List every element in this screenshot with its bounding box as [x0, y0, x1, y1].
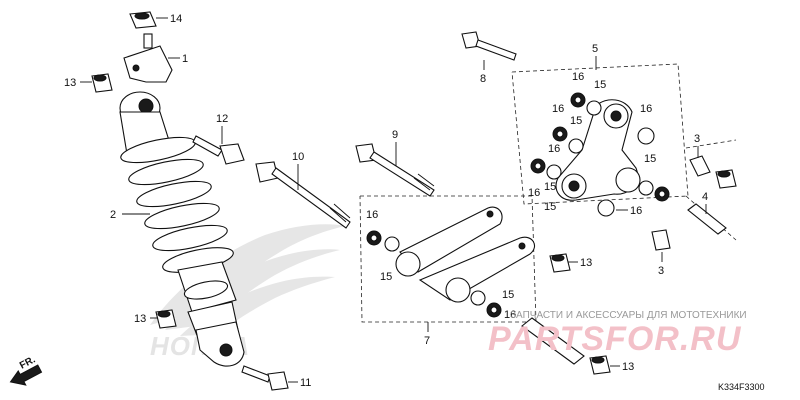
flange-nut-13-c — [549, 253, 571, 273]
callout-9: 9 — [392, 129, 398, 141]
bearing-15-d — [638, 180, 654, 196]
flange-nut-13-b — [715, 169, 737, 189]
callout-13: 13 — [134, 313, 146, 325]
cushion-link — [395, 206, 535, 303]
callout-16: 16 — [630, 205, 642, 217]
dust-seal-16-b — [552, 126, 568, 142]
callout-16: 16 — [572, 71, 584, 83]
callout-3: 3 — [658, 265, 664, 277]
callout-16: 16 — [552, 103, 564, 115]
callout-15: 15 — [502, 289, 514, 301]
long-bolt-9 — [355, 143, 435, 197]
cushion-link-assembly-box — [359, 195, 537, 323]
callout-15: 15 — [544, 201, 556, 213]
collar-3-a — [689, 155, 711, 177]
bearing-15-a — [586, 100, 602, 116]
callout-16: 16 — [548, 143, 560, 155]
flange-nut-14 — [129, 11, 157, 29]
callout-7: 7 — [424, 335, 430, 347]
leader-lines — [80, 17, 707, 383]
bearing-15-f — [384, 236, 400, 252]
callout-16: 16 — [504, 309, 516, 321]
callout-5: 5 — [592, 43, 598, 55]
bolt-8 — [461, 31, 517, 61]
bearing-15-g — [470, 290, 486, 306]
flange-nut-13-d — [589, 355, 611, 375]
rear-shock-absorber — [119, 91, 245, 367]
partsfor-watermark: ЗАПЧАСТИ И АКСЕССУАРЫ ДЛЯ МОТОТЕХНИКИ PA… — [488, 310, 747, 358]
watermark-brand: PARTSFOR.RU — [488, 320, 742, 358]
collar-16-f — [597, 199, 615, 217]
cushion-arm-assembly-box — [511, 63, 737, 241]
bearing-15-c — [546, 164, 562, 180]
callout-16: 16 — [528, 187, 540, 199]
callout-4: 4 — [702, 191, 708, 203]
callout-16: 16 — [366, 209, 378, 221]
callout-11: 11 — [300, 377, 311, 389]
callout-1: 1 — [182, 53, 188, 65]
pivot-pipe-lower — [521, 317, 585, 365]
callout-15: 15 — [570, 115, 582, 127]
callout-labels: 14 1 13 2 12 10 9 8 5 16 15 16 15 16 16 … — [64, 13, 708, 389]
dust-seal-16-c — [530, 158, 546, 174]
callout-3: 3 — [694, 133, 700, 145]
bolt-11 — [241, 365, 289, 391]
long-bolt-10 — [255, 161, 351, 229]
pivot-pipe-4 — [687, 203, 727, 235]
bolt-12 — [192, 135, 245, 165]
collar-3-b — [651, 229, 671, 251]
callout-13: 13 — [580, 257, 592, 269]
collar-16-d — [637, 127, 655, 145]
callout-15: 15 — [594, 79, 606, 91]
cushion-arm — [555, 99, 641, 201]
bearing-15-b — [568, 138, 584, 154]
callout-16: 16 — [640, 103, 652, 115]
callout-15: 15 — [544, 181, 556, 193]
callout-15: 15 — [380, 271, 392, 283]
flange-nut-13-a — [91, 73, 113, 93]
shock-mount-bracket — [123, 33, 173, 83]
callout-2: 2 — [110, 209, 116, 221]
callout-8: 8 — [480, 73, 486, 85]
callout-14: 14 — [170, 13, 182, 25]
dust-seal-16-h — [486, 302, 502, 318]
dust-seal-16-a — [570, 92, 586, 108]
diagram-code: K334F3300 — [718, 382, 765, 392]
dust-seal-16-g — [366, 230, 382, 246]
callout-13: 13 — [622, 361, 634, 373]
callout-15: 15 — [644, 153, 656, 165]
callout-12: 12 — [216, 113, 228, 125]
flange-nut-13-e — [155, 309, 177, 329]
callout-13: 13 — [64, 77, 76, 89]
dust-seal-16-e — [654, 186, 670, 202]
front-direction-arrow: FR. — [9, 354, 43, 386]
watermark-tagline: ЗАПЧАСТИ И АКСЕССУАРЫ ДЛЯ МОТОТЕХНИКИ — [510, 310, 747, 321]
callout-10: 10 — [292, 151, 304, 163]
